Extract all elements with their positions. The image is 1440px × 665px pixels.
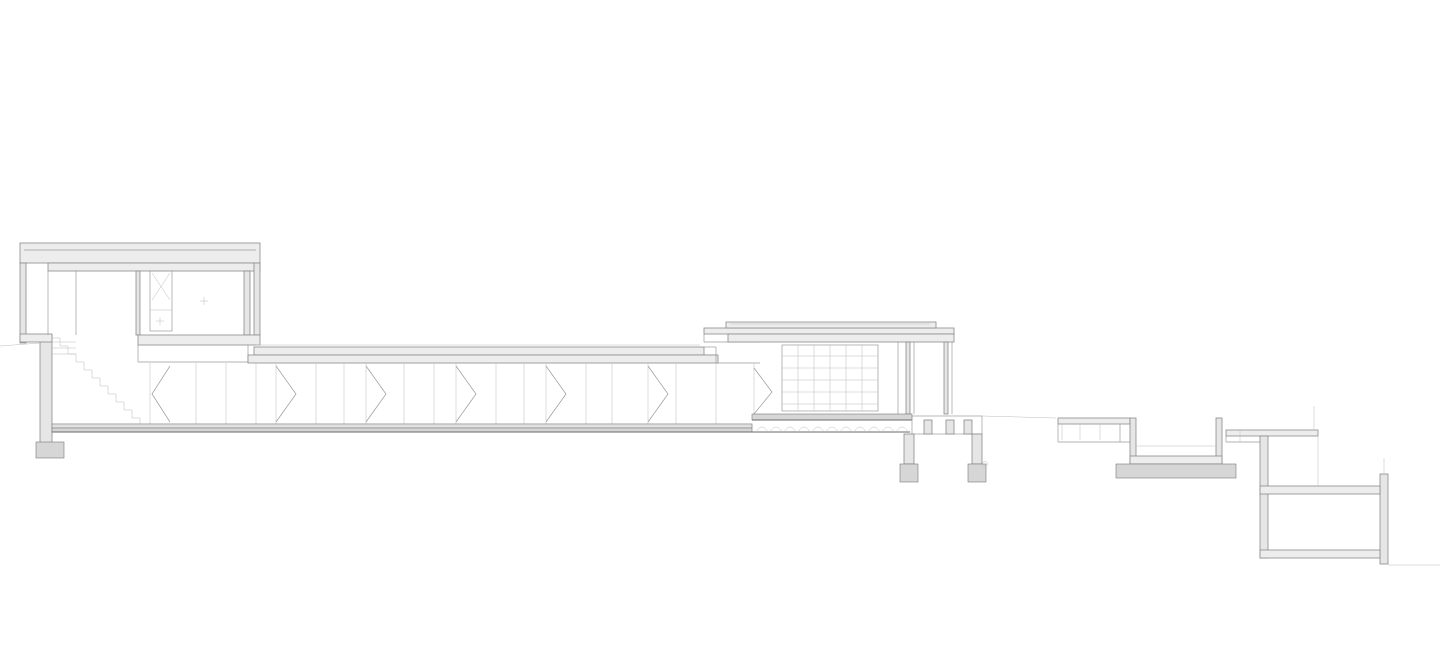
pivot-panel — [545, 365, 567, 423]
left-wing — [19, 242, 261, 459]
basement-floor-slab — [1259, 549, 1381, 559]
pier-footing — [967, 463, 987, 483]
pool-floor — [1129, 455, 1223, 465]
stair — [52, 337, 141, 425]
left-upper-floor-slab — [137, 334, 261, 346]
pivot-panel — [455, 365, 477, 423]
upper-window — [149, 270, 173, 332]
pivot-panel — [275, 365, 297, 423]
basement-upper-slab — [1259, 485, 1381, 495]
pavilion-roof-slab — [703, 327, 955, 335]
gallery-interior — [149, 363, 773, 424]
pier-footing — [899, 463, 919, 483]
terrace-slab — [1057, 417, 1131, 425]
basement-structure — [1259, 406, 1440, 566]
pivot-panel — [151, 365, 171, 423]
left-outer-wall-lower — [39, 334, 53, 444]
gallery-roof — [247, 344, 760, 364]
floor-ribs — [755, 426, 909, 433]
left-roof-slab — [19, 242, 261, 264]
basement-wall — [1259, 435, 1269, 559]
ground-slab — [0, 342, 910, 433]
basement-wall — [1379, 473, 1389, 565]
pivot-panel — [647, 365, 669, 423]
gallery-roof-slab — [253, 346, 705, 356]
pier — [903, 433, 915, 465]
left-footing — [35, 441, 65, 459]
pavilion — [703, 321, 1057, 483]
left-upper-ceiling — [47, 262, 261, 272]
pier — [971, 433, 983, 465]
left-outer-wall-upper — [19, 262, 27, 344]
pivot-panel — [365, 365, 387, 423]
terrace — [1057, 417, 1319, 479]
pool-footing — [1115, 463, 1237, 479]
pavilion-floor — [751, 413, 913, 421]
pivot-panel — [753, 367, 773, 415]
